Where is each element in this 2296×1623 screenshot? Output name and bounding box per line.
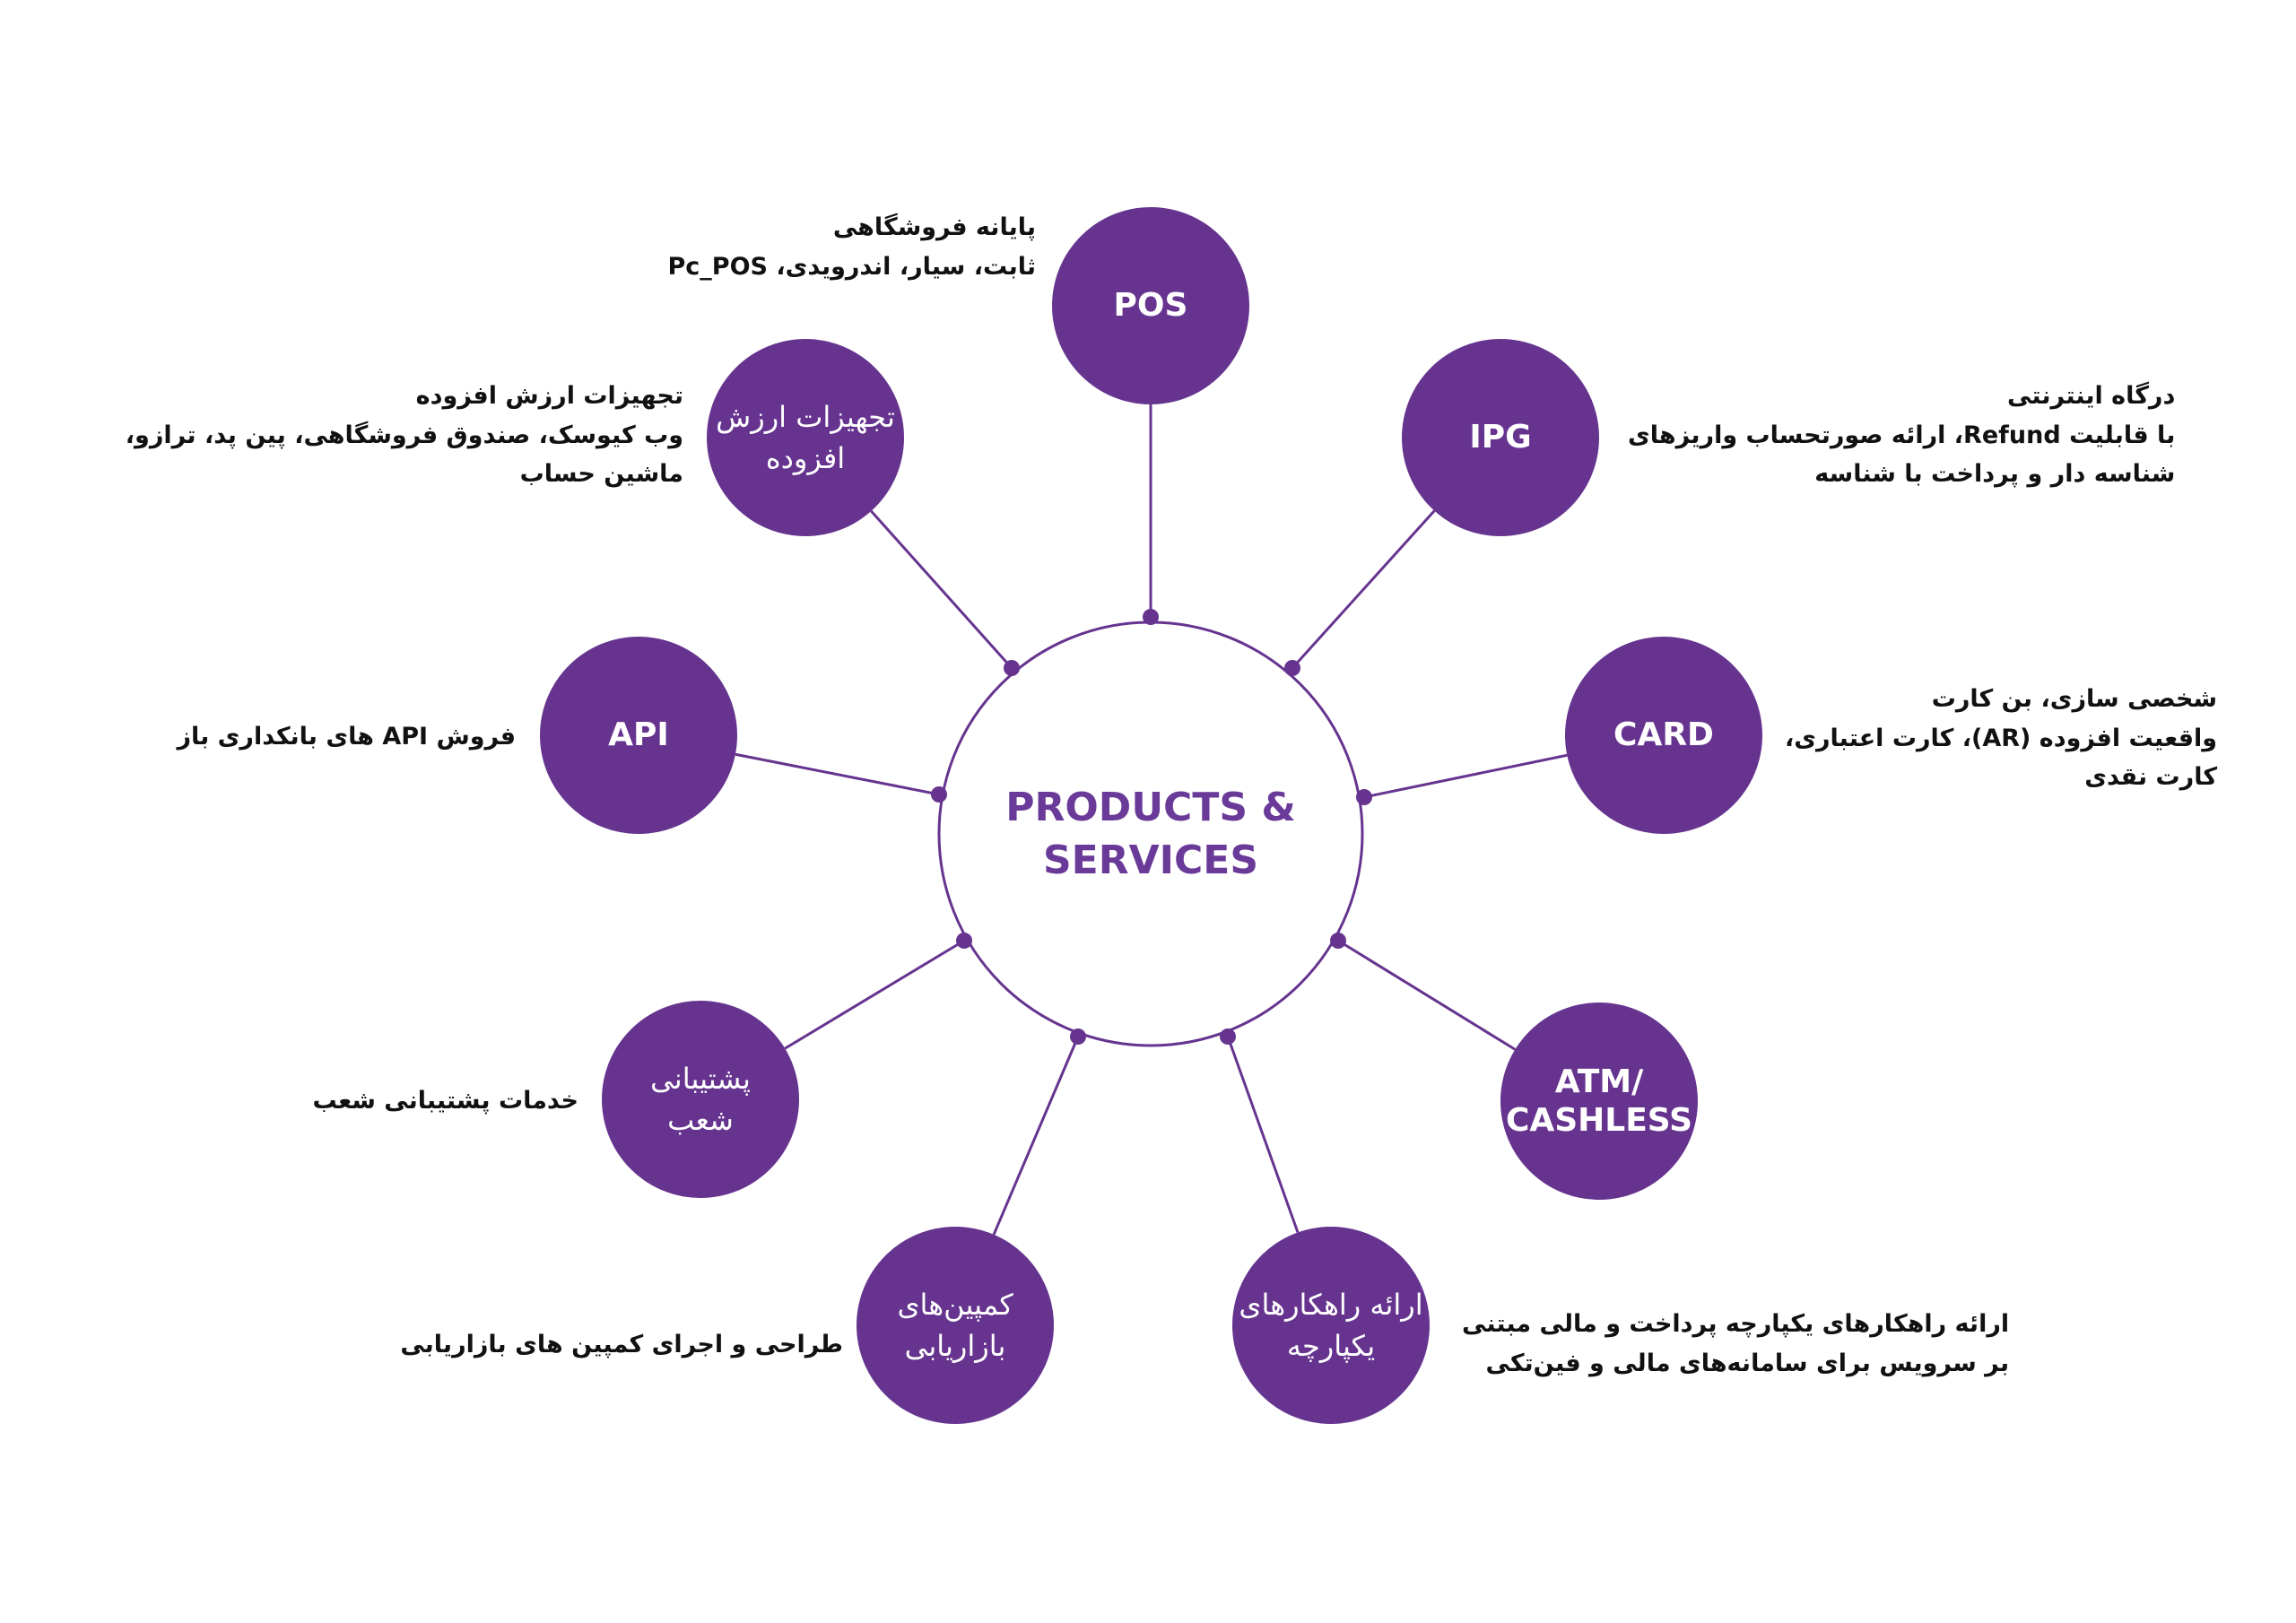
node-label-pos: POS <box>1113 287 1188 325</box>
connector-dot-card <box>1356 789 1372 805</box>
connector-dot-branch <box>956 933 972 949</box>
node-circle-atm <box>1500 1002 1698 1200</box>
connector-dot-vad <box>1004 660 1020 676</box>
node-label-vad: تجهیزات ارزش افزوده <box>716 399 895 475</box>
description-line: ارائه راهکارهای یکپارچه پرداخت و مالی مب… <box>1462 1310 2010 1338</box>
description-line: خدمات پشتیبانی شعب <box>312 1087 579 1115</box>
description-line: ماشین حساب <box>519 460 683 489</box>
description-api: فروش API های بانکداری باز <box>177 717 516 757</box>
node-label-campaigns: کمپین‌های بازاریابی <box>897 1287 1013 1363</box>
description-line: فروش API های بانکداری باز <box>177 723 516 751</box>
description-ipg: درگاه اینترنتی با قابلیت Refund، ارائه صو… <box>1628 377 2175 494</box>
node-circle-pos <box>1052 207 1249 404</box>
description-card: شخصی سازی، بن کارت واقعیت افزوده (AR)، کا… <box>1785 680 2217 797</box>
connector-dot-atm <box>1330 933 1346 949</box>
service-node-circles <box>540 207 1762 1424</box>
connector-dot-solutions <box>1220 1028 1236 1045</box>
description-line: شخصی سازی، بن کارت <box>1931 685 2218 713</box>
description-line: با قابلیت Refund، ارائه صورتحساب واریزها… <box>1628 421 2176 449</box>
connector-line-branch <box>784 939 965 1050</box>
description-campaigns: طراحی و اجرای کمپین های بازاریابی <box>400 1325 843 1365</box>
connector-line-solutions <box>1226 1036 1300 1233</box>
connector-dots <box>931 609 1372 1045</box>
node-label-ipg: IPG <box>1469 419 1532 456</box>
connector-line-card <box>1363 753 1568 799</box>
node-label-api: API <box>608 716 669 754</box>
node-label-atm: ATM/ CASHLESS <box>1505 1063 1693 1139</box>
node-circle-ipg <box>1402 339 1599 536</box>
description-line: درگاه اینترنتی <box>2007 382 2176 410</box>
node-circle-card <box>1565 637 1762 834</box>
description-line: پایانه فروشگاهی <box>832 213 1036 241</box>
description-line: واقعیت افزوده (AR)، کارت اعتباری، <box>1785 724 2218 752</box>
description-line: ثابت، سیار، اندرویدی، Pc_POS <box>667 252 1036 281</box>
node-circle-campaigns <box>857 1227 1054 1424</box>
node-label-card: CARD <box>1613 716 1714 754</box>
center-title: PRODUCTS & SERVICES <box>1005 784 1296 883</box>
connector-dot-pos <box>1143 609 1159 625</box>
description-line: تجهیزات ارزش افزوده <box>415 382 683 410</box>
description-branch: خدمات پشتیبانی شعب <box>313 1081 579 1121</box>
description-line: وب کیوسک، صندوق فروشگاهی، پین پد، ترازو، <box>125 421 683 449</box>
connector-line-vad <box>870 509 1013 670</box>
node-circle-vad <box>707 339 904 536</box>
node-label-branch: پشتیبانی شعب <box>650 1061 751 1137</box>
connector-line-api <box>735 752 940 796</box>
description-line: بر سرویس برای سامانه‌های مالی و فین‌تکی <box>1485 1349 2010 1377</box>
connector-lines <box>735 404 1568 1236</box>
connector-dot-campaigns <box>1070 1028 1086 1045</box>
connector-line-ipg <box>1291 509 1436 670</box>
description-vad: تجهیزات ارزش افزوده وب کیوسک، صندوق فروشگ… <box>126 377 683 494</box>
connector-dot-api <box>931 786 947 803</box>
node-circle-branch <box>602 1001 799 1198</box>
node-circle-api <box>540 637 737 834</box>
description-line: کارت نقدی <box>2084 763 2218 792</box>
connector-dot-ipg <box>1284 660 1300 676</box>
description-solutions: ارائه راهکارهای یکپارچه پرداخت و مالی مب… <box>1462 1305 2009 1383</box>
connector-line-atm <box>1337 939 1517 1051</box>
node-circle-solutions <box>1232 1227 1430 1424</box>
node-label-solutions: ارائه راهکارهای یکپارچه <box>1239 1287 1423 1363</box>
description-pos: پایانه فروشگاهی ثابت، سیار، اندرویدی، Pc_… <box>667 208 1036 286</box>
description-line: شناسه دار و پرداخت با شناسه <box>1814 460 2176 489</box>
connector-line-campaigns <box>992 1036 1080 1236</box>
description-line: طراحی و اجرای کمپین های بازاریابی <box>400 1331 843 1358</box>
